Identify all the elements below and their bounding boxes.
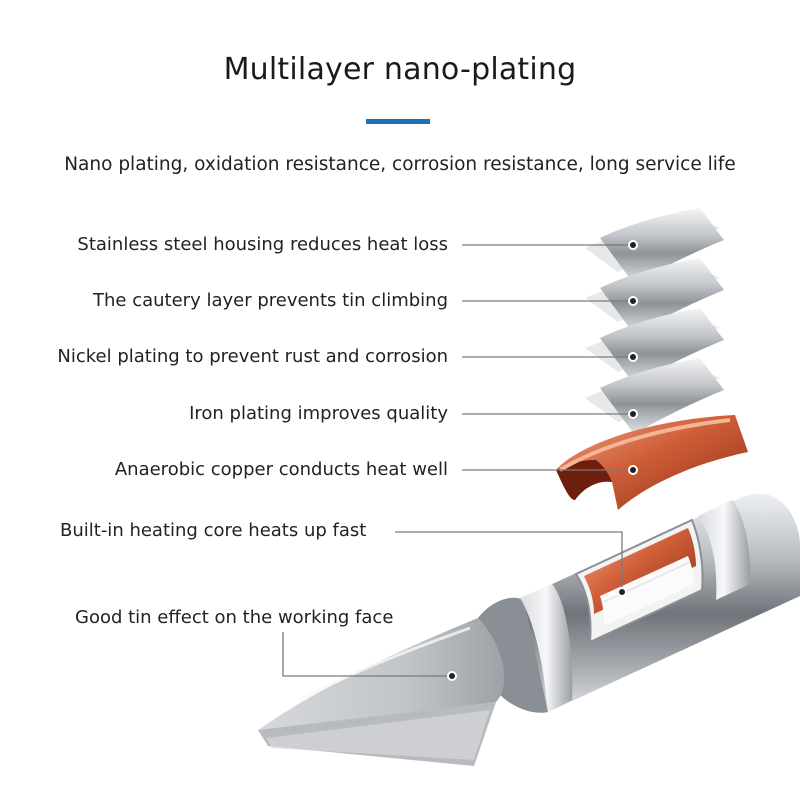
leader-dot	[630, 242, 636, 248]
leader-dot	[619, 589, 625, 595]
callout-working-face: Good tin effect on the working face	[75, 607, 394, 628]
leader-dot	[630, 354, 636, 360]
leader-line	[282, 632, 452, 677]
layer-anaerobic-copper	[556, 415, 748, 510]
iron-body	[478, 493, 800, 713]
leader-line	[395, 531, 623, 592]
leader-dot	[630, 298, 636, 304]
layer-cautery	[585, 258, 724, 334]
leader-dot	[630, 411, 636, 417]
callout-iron-plating: Iron plating improves quality	[189, 403, 448, 424]
leader-dot	[449, 673, 455, 679]
leader-lines	[282, 240, 638, 681]
callout-heating-core: Built-in heating core heats up fast	[60, 520, 367, 541]
working-face	[258, 618, 505, 766]
callout-nickel-plating: Nickel plating to prevent rust and corro…	[57, 346, 448, 367]
callout-anaerobic-copper: Anaerobic copper conducts heat well	[114, 459, 448, 480]
page-title: Multilayer nano-plating	[223, 52, 577, 87]
callout-cautery-layer: The cautery layer prevents tin climbing	[93, 290, 448, 311]
callout-stainless-steel-housing: Stainless steel housing reduces heat los…	[77, 234, 448, 255]
layer-stainless-steel-housing	[585, 208, 724, 284]
title-accent-bar	[366, 119, 430, 124]
leader-dot	[630, 467, 636, 473]
page-subtitle: Nano plating, oxidation resistance, corr…	[64, 154, 736, 175]
